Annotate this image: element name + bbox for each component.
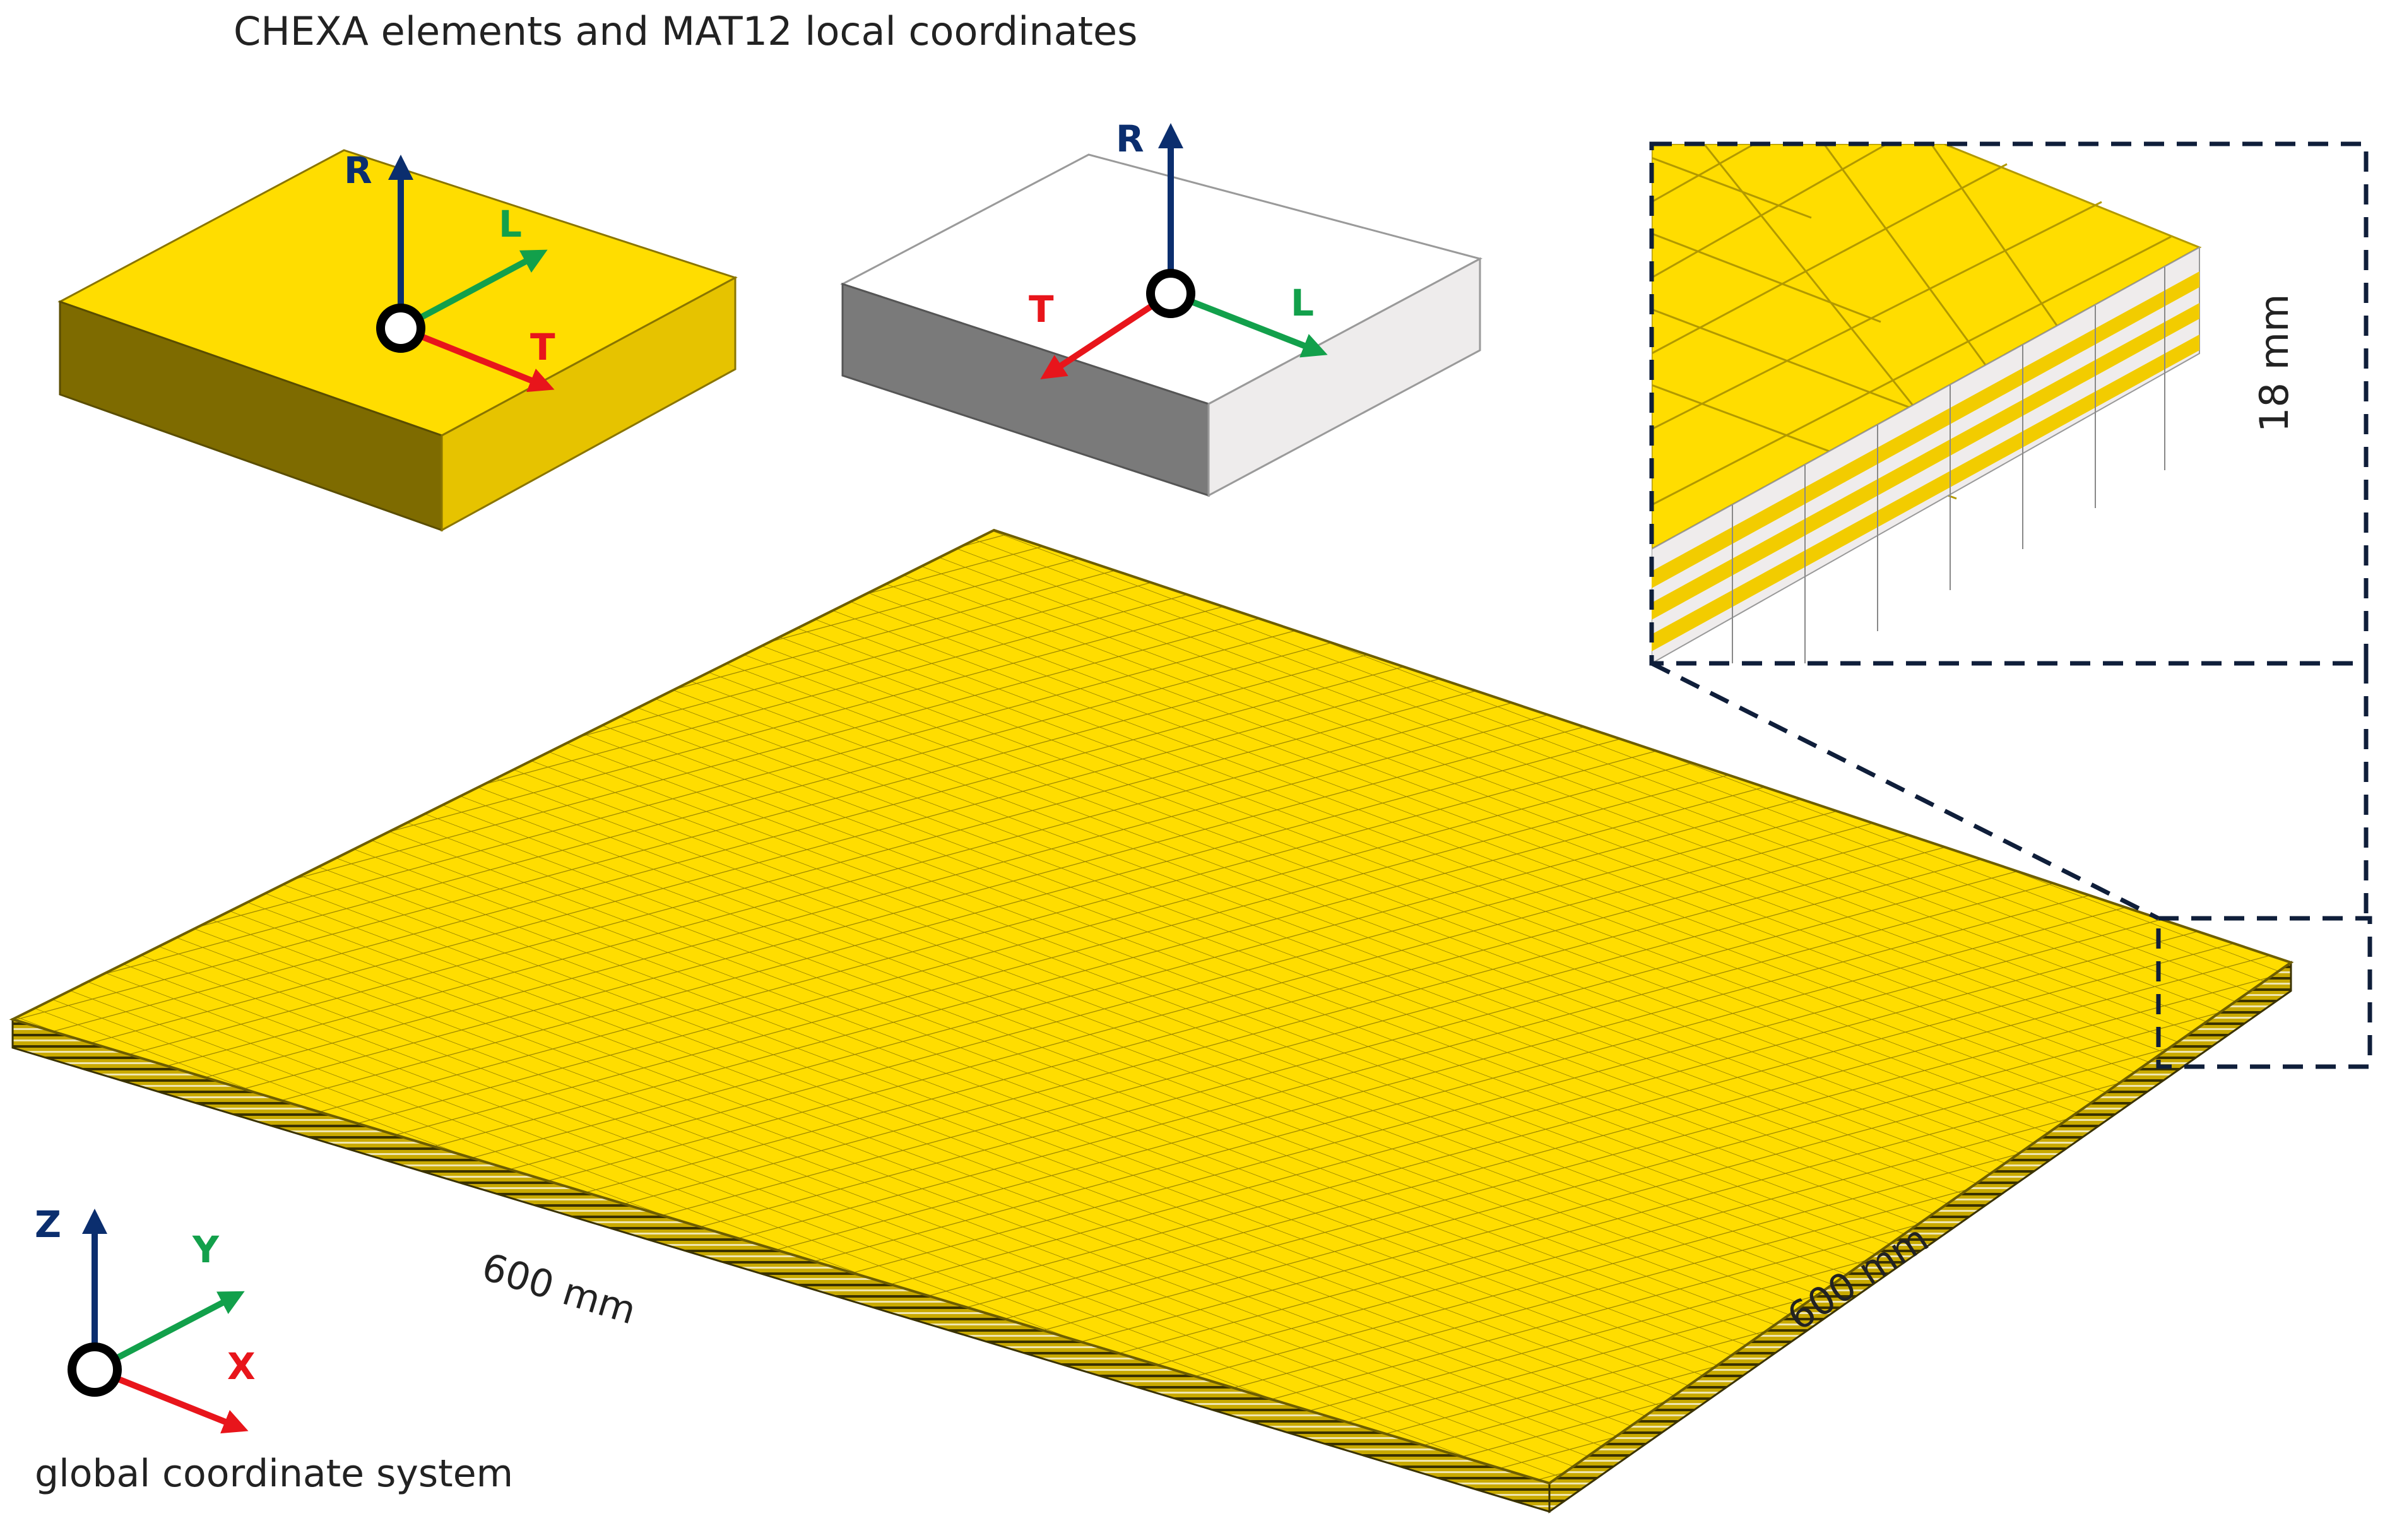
yellow-t-axis bbox=[399, 325, 555, 393]
white-t-label: T bbox=[1029, 288, 1054, 331]
white-l-axis bbox=[1169, 290, 1328, 358]
yellow-origin-marker bbox=[376, 304, 425, 353]
white-l-label: L bbox=[1291, 281, 1314, 324]
white-element-block: R L T bbox=[840, 117, 1483, 497]
left-edge-dimension: 600 mm bbox=[477, 1245, 641, 1333]
global-caption: global coordinate system bbox=[35, 1452, 513, 1496]
page-title: CHEXA elements and MAT12 local coordinat… bbox=[234, 8, 1137, 54]
global-x-label: X bbox=[227, 1345, 256, 1388]
yellow-block-side bbox=[441, 276, 737, 532]
yellow-r-label: R bbox=[344, 149, 372, 192]
inset-frame bbox=[1649, 141, 2369, 666]
yellow-t-label: T bbox=[530, 326, 555, 369]
global-z-label: Z bbox=[35, 1203, 61, 1246]
plate-top-face bbox=[9, 528, 2294, 1485]
yellow-l-label: L bbox=[499, 203, 522, 246]
inset-detail bbox=[1652, 144, 2366, 663]
global-origin-marker bbox=[68, 1342, 122, 1397]
thickness-dimension-label: 18 mm bbox=[2251, 294, 2297, 432]
yellow-l-axis bbox=[399, 249, 548, 331]
white-r-label: R bbox=[1116, 117, 1144, 160]
global-y-label: Y bbox=[192, 1228, 220, 1271]
mesh-plate bbox=[9, 528, 2294, 1513]
zoom-connector-left bbox=[1650, 661, 2160, 921]
yellow-element-block: R L T bbox=[57, 149, 738, 532]
global-axes: Z Y X bbox=[35, 1203, 256, 1434]
zoom-source-frame bbox=[2156, 916, 2372, 1069]
white-origin-marker bbox=[1146, 269, 1195, 318]
white-block-side bbox=[1207, 257, 1481, 497]
